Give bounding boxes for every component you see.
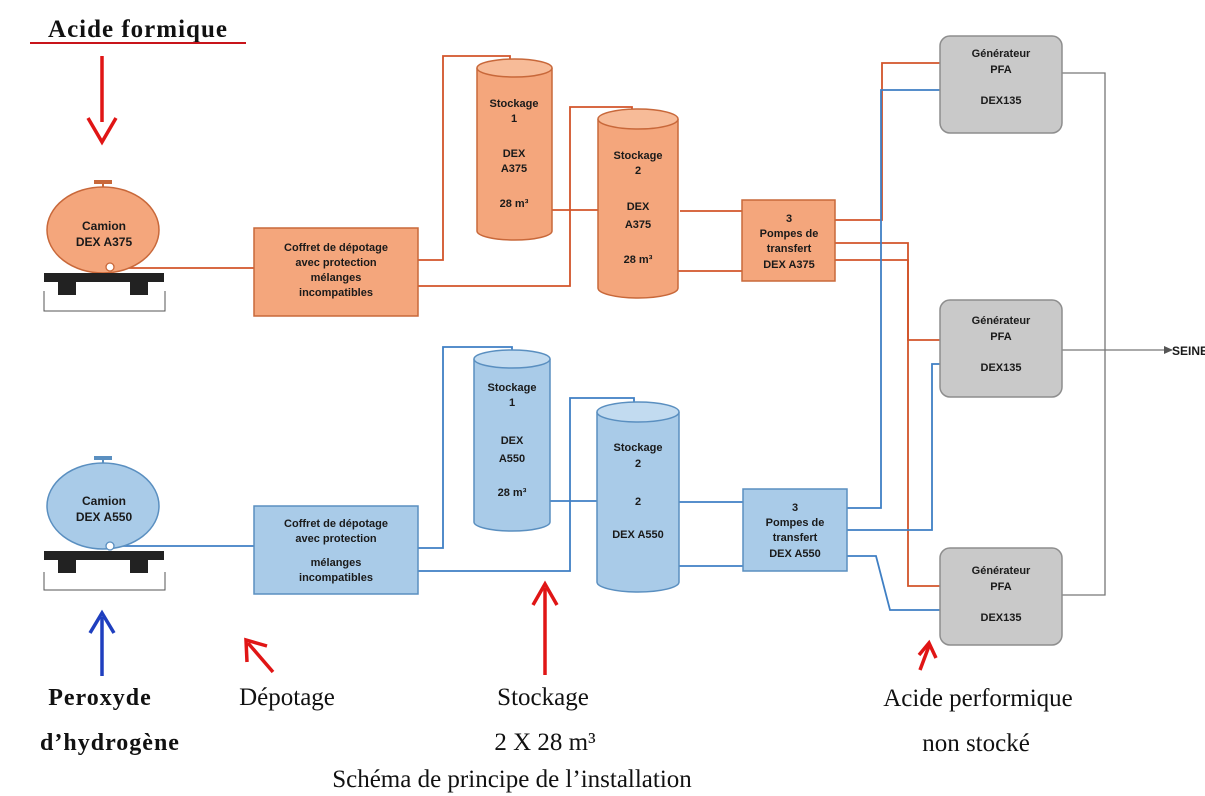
coffret-orange-line-4: incompatibles [299, 287, 373, 299]
tank-blue-2-line-3: DEX A550 [612, 529, 664, 541]
coffret-blue-line-1: Coffret de dépotage [284, 518, 388, 530]
generator-3-line-3: DEX135 [981, 612, 1022, 624]
tank-orange-1-line-2: 1 [511, 113, 517, 125]
generator-1-line-1: Générateur [972, 48, 1031, 60]
truck-orange-label-2: DEX A375 [76, 235, 133, 249]
pumps-orange-line-4: DEX A375 [763, 259, 815, 271]
coffret-blue: Coffret de dépotage avec protection méla… [253, 505, 419, 595]
pumps-orange: 3 Pompes de transfert DEX A375 [741, 199, 836, 282]
tank-orange-1-line-5: 28 m³ [500, 198, 529, 210]
pumps-blue-line-4: DEX A550 [769, 548, 821, 560]
pumps-orange-line-3: transfert [767, 243, 812, 255]
peroxide-label-1: Peroxyde [48, 685, 152, 711]
tank-blue-2-line-1: Stockage [614, 442, 663, 454]
generator-3-line-2: PFA [990, 581, 1011, 593]
tank-orange-1-line-1: Stockage [490, 98, 539, 110]
arrow-up-peroxide-icon [88, 609, 116, 676]
pumps-orange-line-2: Pompes de [760, 228, 819, 240]
coffret-orange-line-2: avec protection [295, 257, 377, 269]
outlet-lines [1062, 72, 1173, 596]
orange-pipes [112, 55, 940, 587]
truck-blue-label-1: Camion [82, 494, 126, 508]
generator-2-line-3: DEX135 [981, 362, 1022, 374]
generator-1-line-2: PFA [990, 64, 1011, 76]
tank-blue-2-line-2: 2 [635, 496, 641, 508]
truck-blue: Camion DEX A550 [43, 456, 166, 591]
arrow-stockage-icon [531, 580, 559, 675]
stockage-label-2: 2 X 28 m³ [494, 729, 596, 756]
generator-3: Générateur PFA DEX135 [939, 547, 1063, 646]
tank-orange-2-line-2: 2 [635, 165, 641, 177]
tank-orange-2-line-4: A375 [625, 219, 651, 231]
seine-label: SEINE [1172, 344, 1205, 358]
tank-orange-1-line-3: DEX [503, 148, 526, 160]
tank-blue-2: Stockage 2 DEX A550 [596, 401, 680, 593]
depotage-label: Dépotage [239, 684, 335, 711]
tank-orange-2-line-3: DEX [627, 201, 650, 213]
truck-orange: Camion DEX A375 [43, 180, 166, 312]
acid-perf-label-1: Acide performique [883, 685, 1073, 712]
peroxide-label-2: d’hydrogène [40, 730, 180, 756]
tank-orange-2: Stockage 2 DEX A375 28 m³ [597, 108, 679, 299]
pumps-blue-line-2: Pompes de [766, 517, 825, 529]
arrow-down-formic-icon [86, 56, 118, 146]
coffret-orange-line-3: mélanges [311, 272, 362, 284]
tank-blue-1-line-1: Stockage [488, 382, 537, 394]
pumps-blue-line-1: 3 [792, 502, 798, 514]
coffret-blue-line-3: mélanges [311, 557, 362, 569]
pumps-blue: 3 Pompes de transfert DEX A550 [742, 488, 848, 572]
tank-orange-1: Stockage 1 DEX A375 28 m³ [476, 58, 553, 241]
generator-2-line-1: Générateur [972, 315, 1031, 327]
diagram-caption: Schéma de principe de l’installation [332, 766, 692, 793]
coffret-blue-line-4: incompatibles [299, 572, 373, 584]
coffret-blue-line-2: avec protection [295, 533, 377, 545]
tank-blue-1-line-4: A550 [499, 453, 525, 465]
tank-orange-2-line-5: 28 m³ [624, 254, 653, 266]
generator-3-line-1: Générateur [972, 565, 1031, 577]
tank-blue-1: Stockage 1 DEX A550 28 m³ [473, 349, 551, 532]
truck-orange-label-1: Camion [82, 219, 126, 233]
tank-blue-2-number: 2 [635, 458, 641, 470]
arrow-acid-perf-icon [917, 639, 938, 671]
tank-blue-1-line-5: 28 m³ [498, 487, 527, 499]
generator-2-line-2: PFA [990, 331, 1011, 343]
pumps-orange-line-1: 3 [786, 213, 792, 225]
tank-blue-1-line-2: 1 [509, 397, 515, 409]
arrow-depotage-icon [244, 637, 275, 674]
generator-1-line-3: DEX135 [981, 95, 1022, 107]
generator-1: Générateur PFA DEX135 [939, 35, 1063, 134]
coffret-orange: Coffret de dépotage avec protection méla… [253, 227, 419, 317]
stockage-label-1: Stockage [497, 684, 589, 711]
truck-blue-label-2: DEX A550 [76, 510, 133, 524]
pumps-blue-line-3: transfert [773, 532, 818, 544]
tank-orange-1-line-4: A375 [501, 163, 527, 175]
acid-formic-title: Acide formique [48, 16, 228, 43]
tank-orange-2-line-1: Stockage [614, 150, 663, 162]
generator-2: Générateur PFA DEX135 [939, 299, 1063, 398]
acid-perf-label-2: non stocké [922, 730, 1030, 757]
tank-blue-1-line-3: DEX [501, 435, 524, 447]
coffret-orange-line-1: Coffret de dépotage [284, 242, 388, 254]
